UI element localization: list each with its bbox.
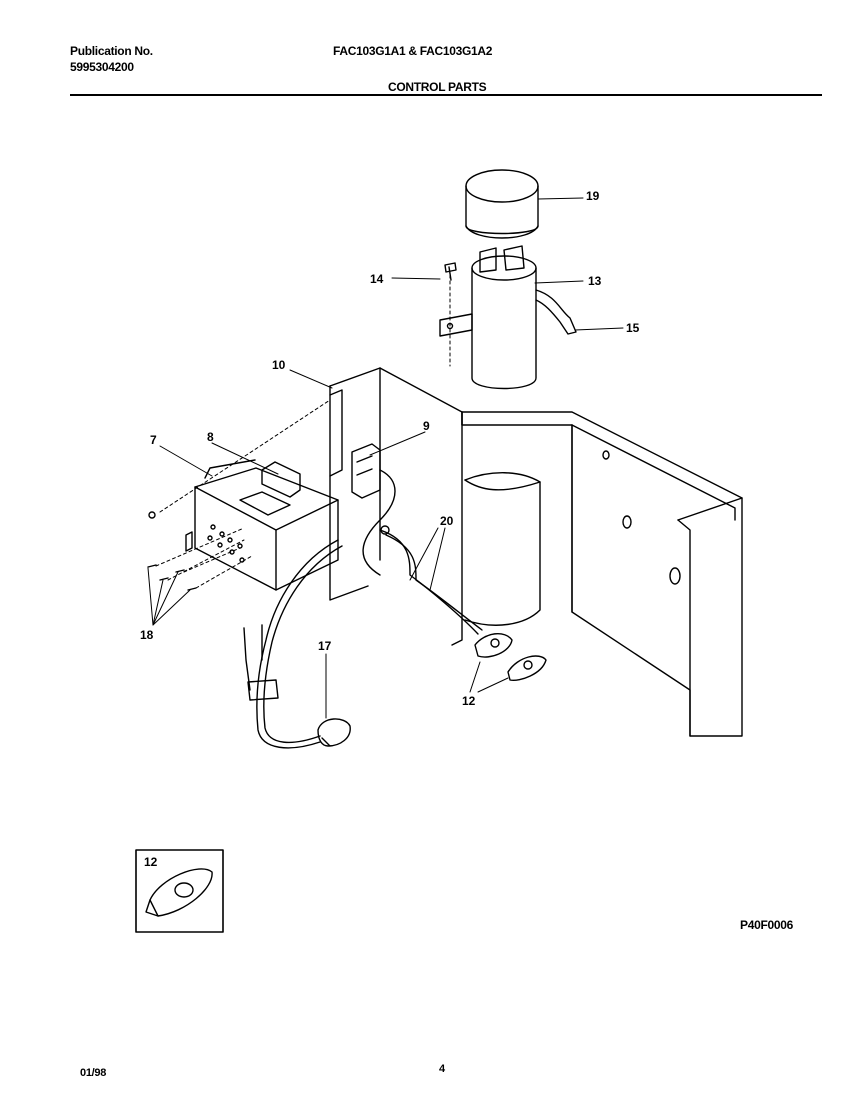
leader-lines bbox=[147, 197, 624, 719]
control-bracket bbox=[329, 367, 541, 646]
selector-switch bbox=[351, 443, 396, 576]
control-box bbox=[185, 459, 339, 591]
header-rule bbox=[70, 94, 822, 96]
model-numbers: FAC103G1A1 & FAC103G1A2 bbox=[333, 44, 493, 58]
page-number: 4 bbox=[439, 1063, 445, 1075]
callout-18: 18 bbox=[140, 628, 154, 642]
callout-14: 14 bbox=[370, 272, 384, 286]
thermostat-wires bbox=[379, 525, 483, 635]
section-title: CONTROL PARTS bbox=[388, 80, 487, 94]
callout-13: 13 bbox=[588, 274, 602, 288]
inset-callout-12: 12 bbox=[144, 855, 158, 869]
callout-labels: 19 14 13 15 10 9 7 8 20 18 17 12 bbox=[140, 189, 640, 708]
figure-code: P40F0006 bbox=[740, 918, 793, 932]
capacitor-screw bbox=[444, 262, 457, 281]
cabinet-panel bbox=[461, 411, 743, 737]
revision-date: 01/98 bbox=[80, 1067, 107, 1079]
power-cord bbox=[243, 539, 351, 749]
callout-19: 19 bbox=[586, 189, 600, 203]
callout-20: 20 bbox=[440, 514, 454, 528]
callout-7: 7 bbox=[150, 433, 157, 447]
mounting-screws bbox=[147, 511, 197, 591]
publication-number: 5995304200 bbox=[70, 60, 134, 74]
callout-10: 10 bbox=[272, 358, 286, 372]
capacitor-strap bbox=[439, 289, 577, 337]
callout-17: 17 bbox=[318, 639, 332, 653]
publication-label: Publication No. bbox=[70, 44, 153, 58]
inset-box: 12 bbox=[135, 849, 224, 933]
callout-15: 15 bbox=[626, 321, 640, 335]
capacitor-cover bbox=[465, 169, 539, 239]
callout-8: 8 bbox=[207, 430, 214, 444]
callout-12: 12 bbox=[462, 694, 476, 708]
alignment-lines bbox=[155, 274, 451, 589]
callout-9: 9 bbox=[423, 419, 430, 433]
capacitor bbox=[471, 245, 537, 390]
thermostat-sensor bbox=[474, 633, 547, 681]
